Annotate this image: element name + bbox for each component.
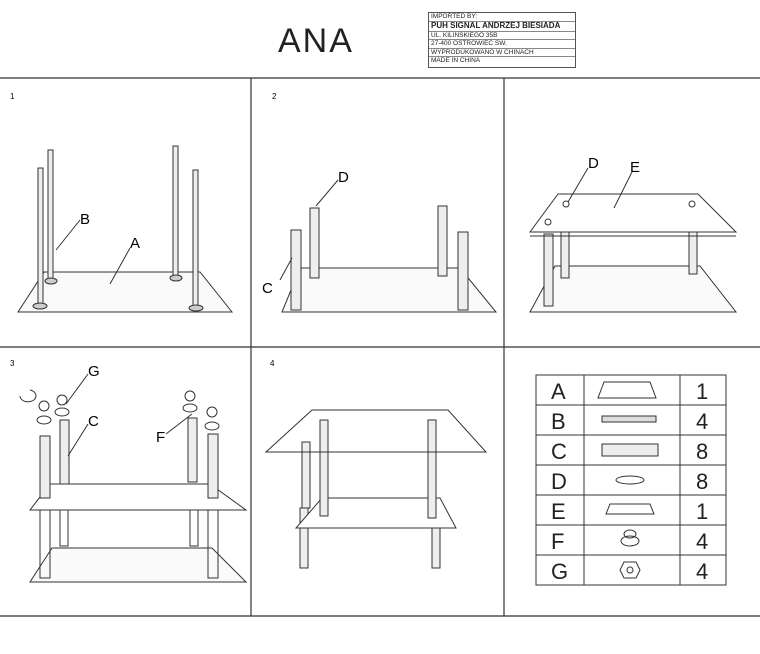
step-number-3: 3 xyxy=(10,359,15,368)
part-letter: B xyxy=(551,409,566,434)
tube xyxy=(290,229,302,311)
foot-cap-icon xyxy=(36,403,220,431)
step-3b-illustration xyxy=(19,373,248,583)
callout-d: D xyxy=(338,169,349,186)
callout-f: F xyxy=(156,429,165,446)
callout-g: G xyxy=(88,363,100,380)
callout-a: A xyxy=(130,235,140,252)
part-qty: 1 xyxy=(696,379,708,404)
threaded-rod xyxy=(169,145,183,282)
importer-name: PUH SIGNAL ANDRZEJ BIESIADA xyxy=(429,22,575,32)
step-number-4: 4 xyxy=(270,359,275,368)
part-qty: 1 xyxy=(696,499,708,524)
rotate-arrow-icon xyxy=(19,389,37,403)
tube xyxy=(59,419,70,485)
threaded-rod xyxy=(44,149,58,285)
threaded-rod xyxy=(32,167,48,310)
callout-b: B xyxy=(80,211,90,228)
parts-table xyxy=(535,374,727,586)
importer-line: UL. KILINSKIEGO 35B xyxy=(429,32,575,41)
part-qty: 4 xyxy=(696,529,708,554)
washer-icon xyxy=(615,475,645,485)
part-qty: 8 xyxy=(696,439,708,464)
callout-c-2: C xyxy=(88,413,99,430)
tube xyxy=(187,417,198,483)
step-4-illustration xyxy=(264,409,488,569)
nut-icon xyxy=(619,561,641,579)
importer-line: MADE IN CHINA xyxy=(431,57,481,65)
part-letter: C xyxy=(551,439,567,464)
importer-label: IMPORTED BY: PUH SIGNAL ANDRZEJ BIESIADA… xyxy=(428,12,576,68)
step-2-illustration xyxy=(279,179,498,313)
nut-icon xyxy=(38,390,218,418)
importer-line: WYPRODUKOWANO W CHINACH xyxy=(429,49,575,58)
part-letter: G xyxy=(551,559,568,584)
tube xyxy=(437,205,448,277)
glass-top-icon xyxy=(605,503,655,515)
part-letter: F xyxy=(551,529,564,554)
tube xyxy=(207,433,219,499)
tube-icon xyxy=(601,443,659,457)
part-letter: E xyxy=(551,499,566,524)
part-qty: 8 xyxy=(696,469,708,494)
threaded-rod-icon xyxy=(601,415,657,423)
importer-line: 27-400 OSTROWIEC SW. xyxy=(429,40,575,49)
part-qty: 4 xyxy=(696,559,708,584)
tube xyxy=(309,207,320,279)
part-qty: 4 xyxy=(696,409,708,434)
callout-d-2: D xyxy=(588,155,599,172)
step-number-1: 1 xyxy=(10,92,15,101)
tube xyxy=(457,231,469,311)
threaded-rod xyxy=(188,169,204,312)
callout-c: C xyxy=(262,280,273,297)
foot-cap-icon xyxy=(620,529,640,547)
step-number-2: 2 xyxy=(272,92,277,101)
importer-line: IMPORTED BY: xyxy=(429,13,575,22)
step-1-illustration xyxy=(17,145,234,313)
step-3-illustration xyxy=(529,167,738,313)
part-letter: D xyxy=(551,469,567,494)
tube xyxy=(39,435,51,499)
part-letter: A xyxy=(551,379,566,404)
product-title: ANA xyxy=(278,22,354,60)
callout-e: E xyxy=(630,159,640,176)
base-plate-icon xyxy=(597,381,657,399)
